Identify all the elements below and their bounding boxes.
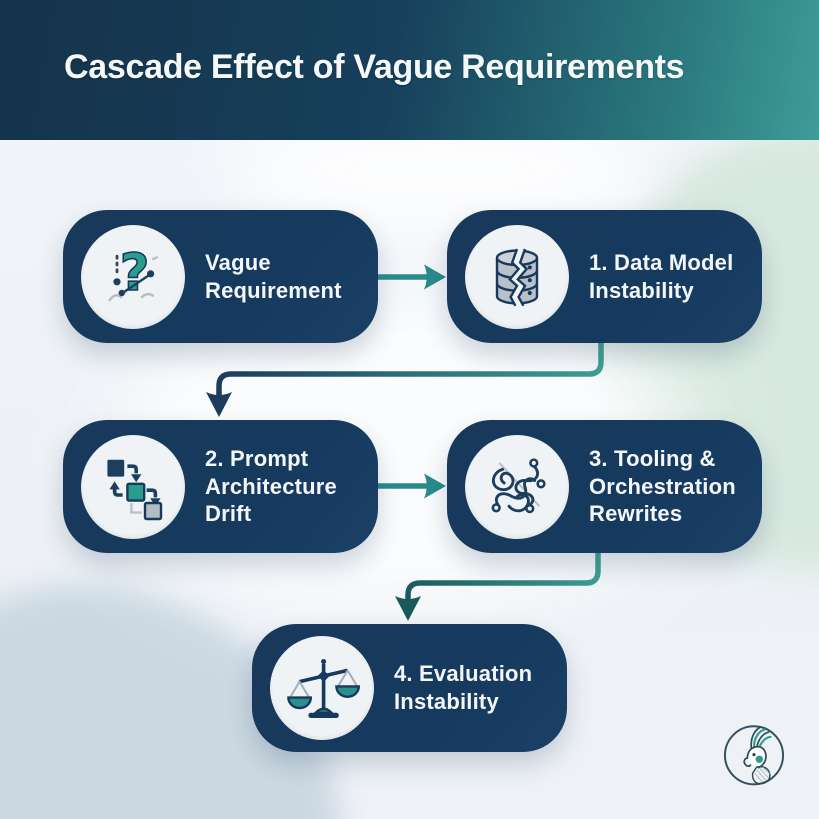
node-label: 2. Prompt Architecture Drift <box>205 445 337 527</box>
flow-node-data-model-instability: 1. Data Model Instability <box>447 210 762 343</box>
icon-circle <box>465 434 569 539</box>
node-label: 4. Evaluation Instability <box>394 661 533 714</box>
icon-circle <box>270 636 374 740</box>
flow-node-vague-requirement: ? Vague Requirement <box>63 210 378 343</box>
node-label: Vague Requirement <box>205 249 342 303</box>
unbalanced-scales-icon <box>287 659 361 718</box>
flow-node-prompt-architecture-drift: 2. Prompt Architecture Drift <box>63 420 378 553</box>
page-title: Cascade Effect of Vague Requirements <box>64 47 685 86</box>
header-banner: Cascade Effect of Vague Requirements <box>0 0 819 140</box>
flow-node-evaluation-instability: 4. Evaluation Instability <box>252 624 567 752</box>
cockatoo-logo <box>723 725 785 786</box>
cracked-database-icon <box>495 247 539 308</box>
icon-circle: ? <box>81 224 185 329</box>
node-label: 1. Data Model Instability <box>589 249 734 303</box>
node-label: 3. Tooling & Orchestration Rewrites <box>589 445 736 527</box>
question-mark-icon: ? <box>108 242 159 303</box>
tangled-knot-icon <box>491 457 546 513</box>
arrow-right-1 <box>378 264 446 290</box>
icon-circle <box>465 224 569 329</box>
cascading-blocks-icon <box>107 459 163 520</box>
flow-node-tooling-orchestration-rewrites: 3. Tooling & Orchestration Rewrites <box>447 420 762 553</box>
icon-circle <box>81 434 185 539</box>
